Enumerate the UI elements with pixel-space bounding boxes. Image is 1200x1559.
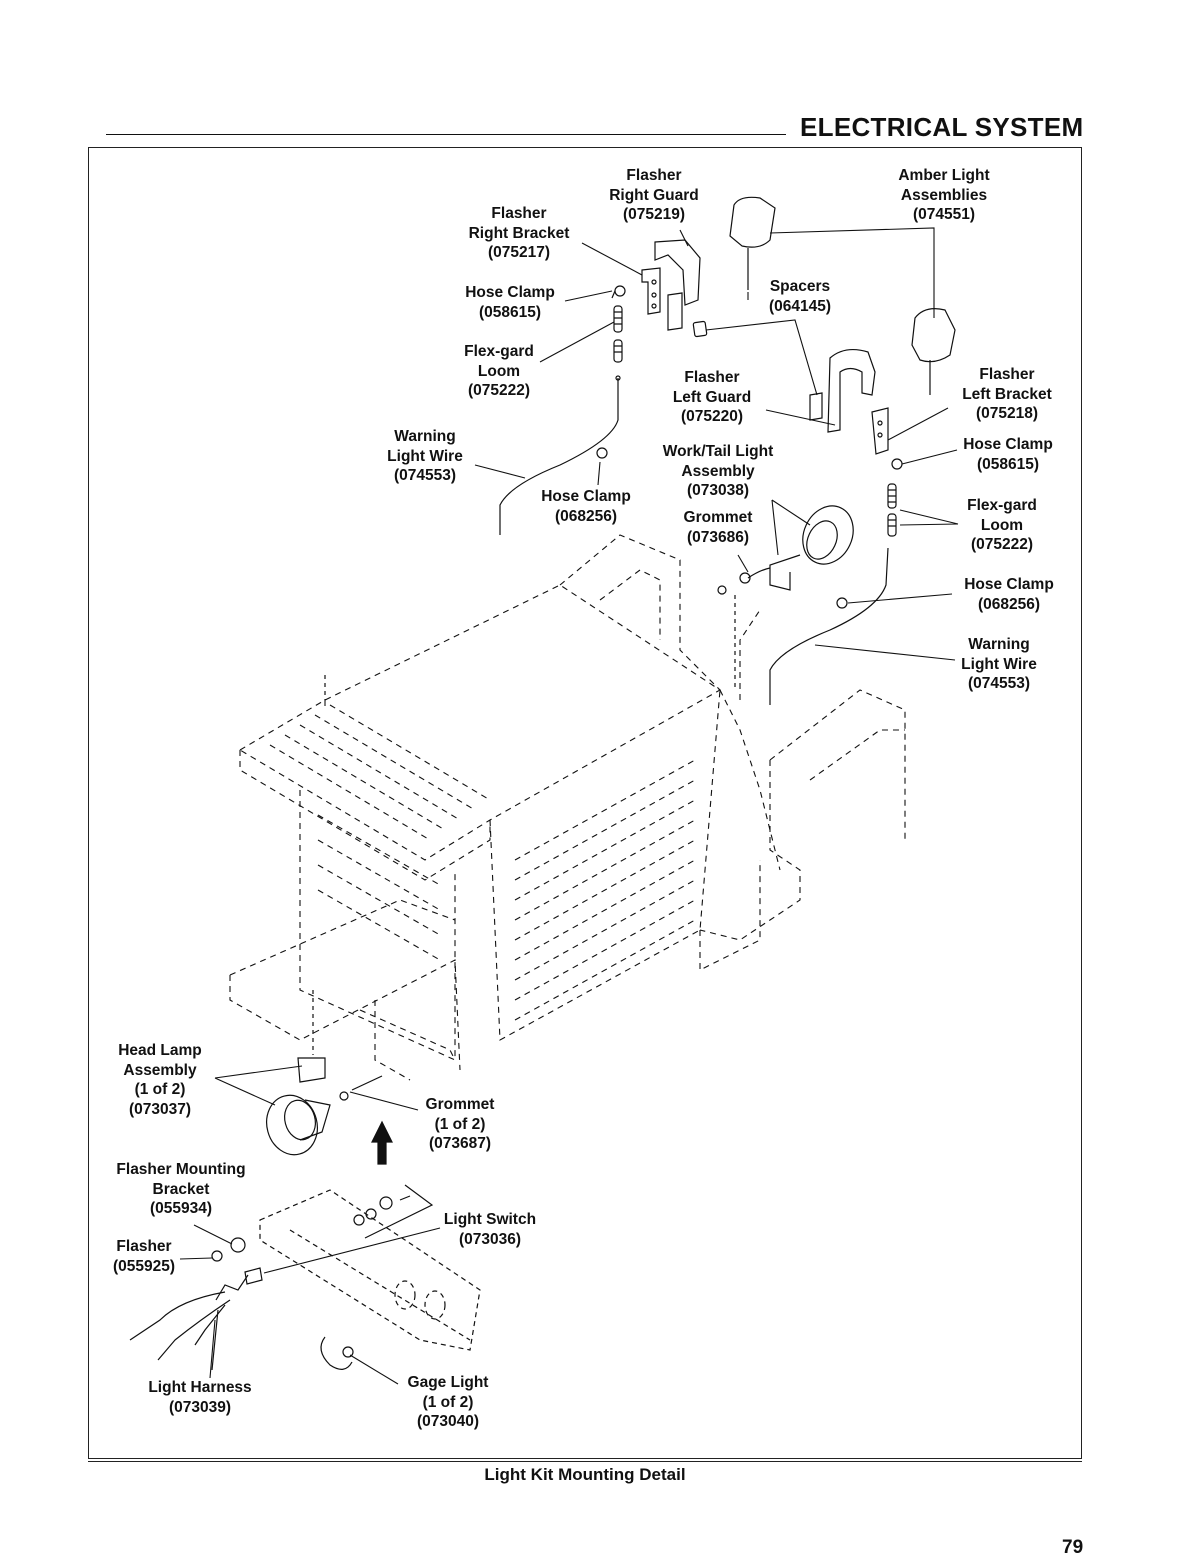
callout-flex-gard-loom-left: Flex-gard Loom (075222) (464, 343, 534, 399)
warning-light-wire-part (499, 378, 619, 535)
callout-hose-clamp-right2: Hose Clamp (068256) (964, 576, 1054, 613)
callout-hose-clamp-top: Hose Clamp (058615) (465, 284, 555, 321)
amber-light-part (729, 196, 776, 290)
warning-light-wire-part (769, 547, 889, 705)
callout-flasher-right-guard: Flasher Right Guard (075219) (609, 167, 699, 223)
callout-work-tail-light: Work/Tail Light Assembly (073038) (662, 443, 774, 499)
hose-clamp-part (891, 458, 903, 470)
callout-gage-light: Gage Light (1 of 2) (073040) (407, 1374, 489, 1430)
head-lamp-part (266, 1057, 331, 1156)
callout-hose-clamp-right: Hose Clamp (058615) (963, 436, 1053, 473)
light-switch-part (353, 1184, 434, 1239)
flasher-right-guard-part (654, 239, 701, 331)
callout-spacers: Spacers (064145) (768, 278, 832, 315)
callout-hose-clamp-mid: Hose Clamp (068256) (541, 488, 631, 525)
callout-flex-gard-loom-right: Flex-gard Loom (075222) (967, 497, 1037, 553)
callout-light-harness: Light Harness (073039) (148, 1379, 252, 1416)
gage-light-part (320, 1336, 354, 1370)
flasher-left-guard-part (809, 348, 876, 433)
leader-lines (179, 227, 959, 1385)
bottom-rule (88, 1461, 1082, 1462)
callout-flasher-mounting-bracket: Flasher Mounting Bracket (055934) (116, 1161, 246, 1217)
hose-clamp-part (596, 447, 608, 459)
flasher-left-bracket-part (871, 407, 889, 455)
grommet-part (339, 1075, 383, 1101)
amber-light-part (911, 308, 956, 395)
callout-grommet-top: Grommet (073686) (683, 509, 753, 546)
flex-gard-loom-part (887, 483, 897, 537)
figure-frame (88, 147, 1082, 1459)
dash-panel-part (259, 1189, 481, 1351)
header-rule (106, 134, 786, 135)
assembly-arrow (371, 1120, 393, 1165)
callout-grommet-bottom: Grommet (1 of 2) (073687) (425, 1096, 495, 1152)
callout-flasher-right-bracket: Flasher Right Bracket (075217) (468, 205, 570, 261)
callout-flasher-left-guard: Flasher Left Guard (075220) (672, 369, 752, 425)
flasher-right-bracket-part (641, 267, 661, 315)
callout-warning-light-wire-right: Warning Light Wire (074553) (961, 636, 1037, 692)
grommet-part (717, 572, 751, 595)
work-tail-light-part (747, 505, 854, 591)
callout-flasher: Flasher (055925) (112, 1238, 176, 1275)
loader-body-outline (229, 534, 906, 1081)
hose-clamp-part (611, 285, 626, 299)
spacer-part (692, 320, 708, 338)
figure-caption: Light Kit Mounting Detail (484, 1465, 686, 1484)
flasher-part (211, 1237, 246, 1262)
callout-light-switch: Light Switch (073036) (443, 1211, 537, 1248)
hose-clamp-part (836, 597, 848, 609)
flex-gard-loom-part (613, 305, 623, 363)
section-title: ELECTRICAL SYSTEM (800, 112, 1084, 142)
callout-head-lamp: Head Lamp Assembly (1 of 2) (073037) (118, 1042, 202, 1118)
light-harness-part (129, 1267, 263, 1371)
callout-flasher-left-bracket: Flasher Left Bracket (075218) (962, 366, 1052, 422)
callout-amber-light-assemblies: Amber Light Assemblies (074551) (898, 167, 990, 223)
page-number: 79 (1062, 1537, 1084, 1558)
callout-warning-light-wire-left: Warning Light Wire (074553) (387, 428, 463, 484)
